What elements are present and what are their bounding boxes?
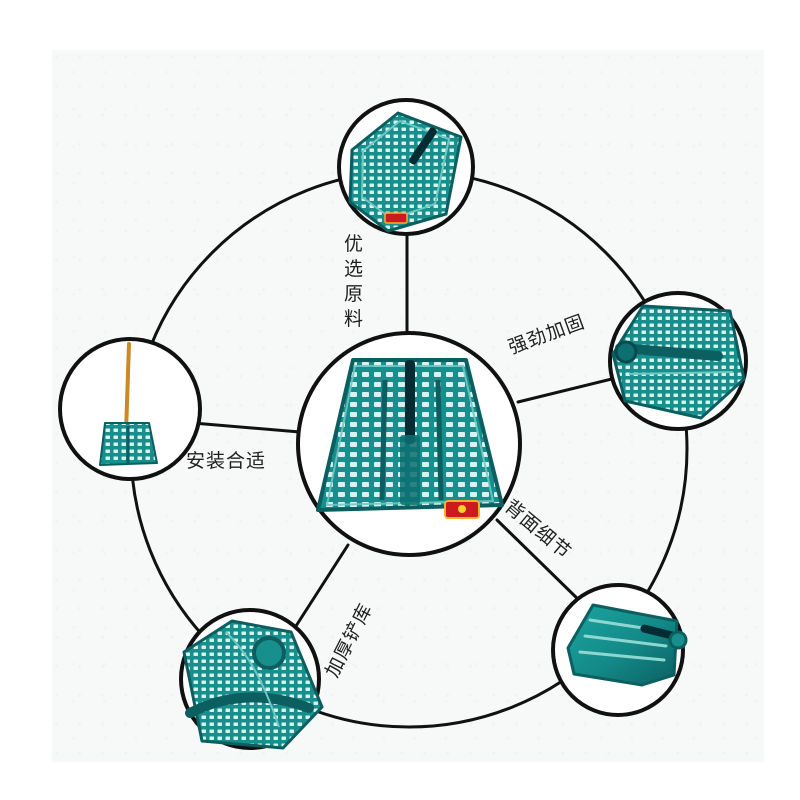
connector-lines	[191, 230, 630, 628]
right-upper-shovel-image	[608, 291, 748, 431]
center-shovel-image	[296, 331, 522, 557]
left-shovel-with-handle-image	[58, 337, 202, 481]
right-lower-shovel-image	[551, 583, 688, 717]
top-shovel-image	[337, 98, 475, 236]
raw-material-label: 优选原料	[344, 233, 364, 330]
left-lower-shovel-image	[179, 608, 324, 750]
install-fit-label: 安装合适	[186, 450, 267, 472]
